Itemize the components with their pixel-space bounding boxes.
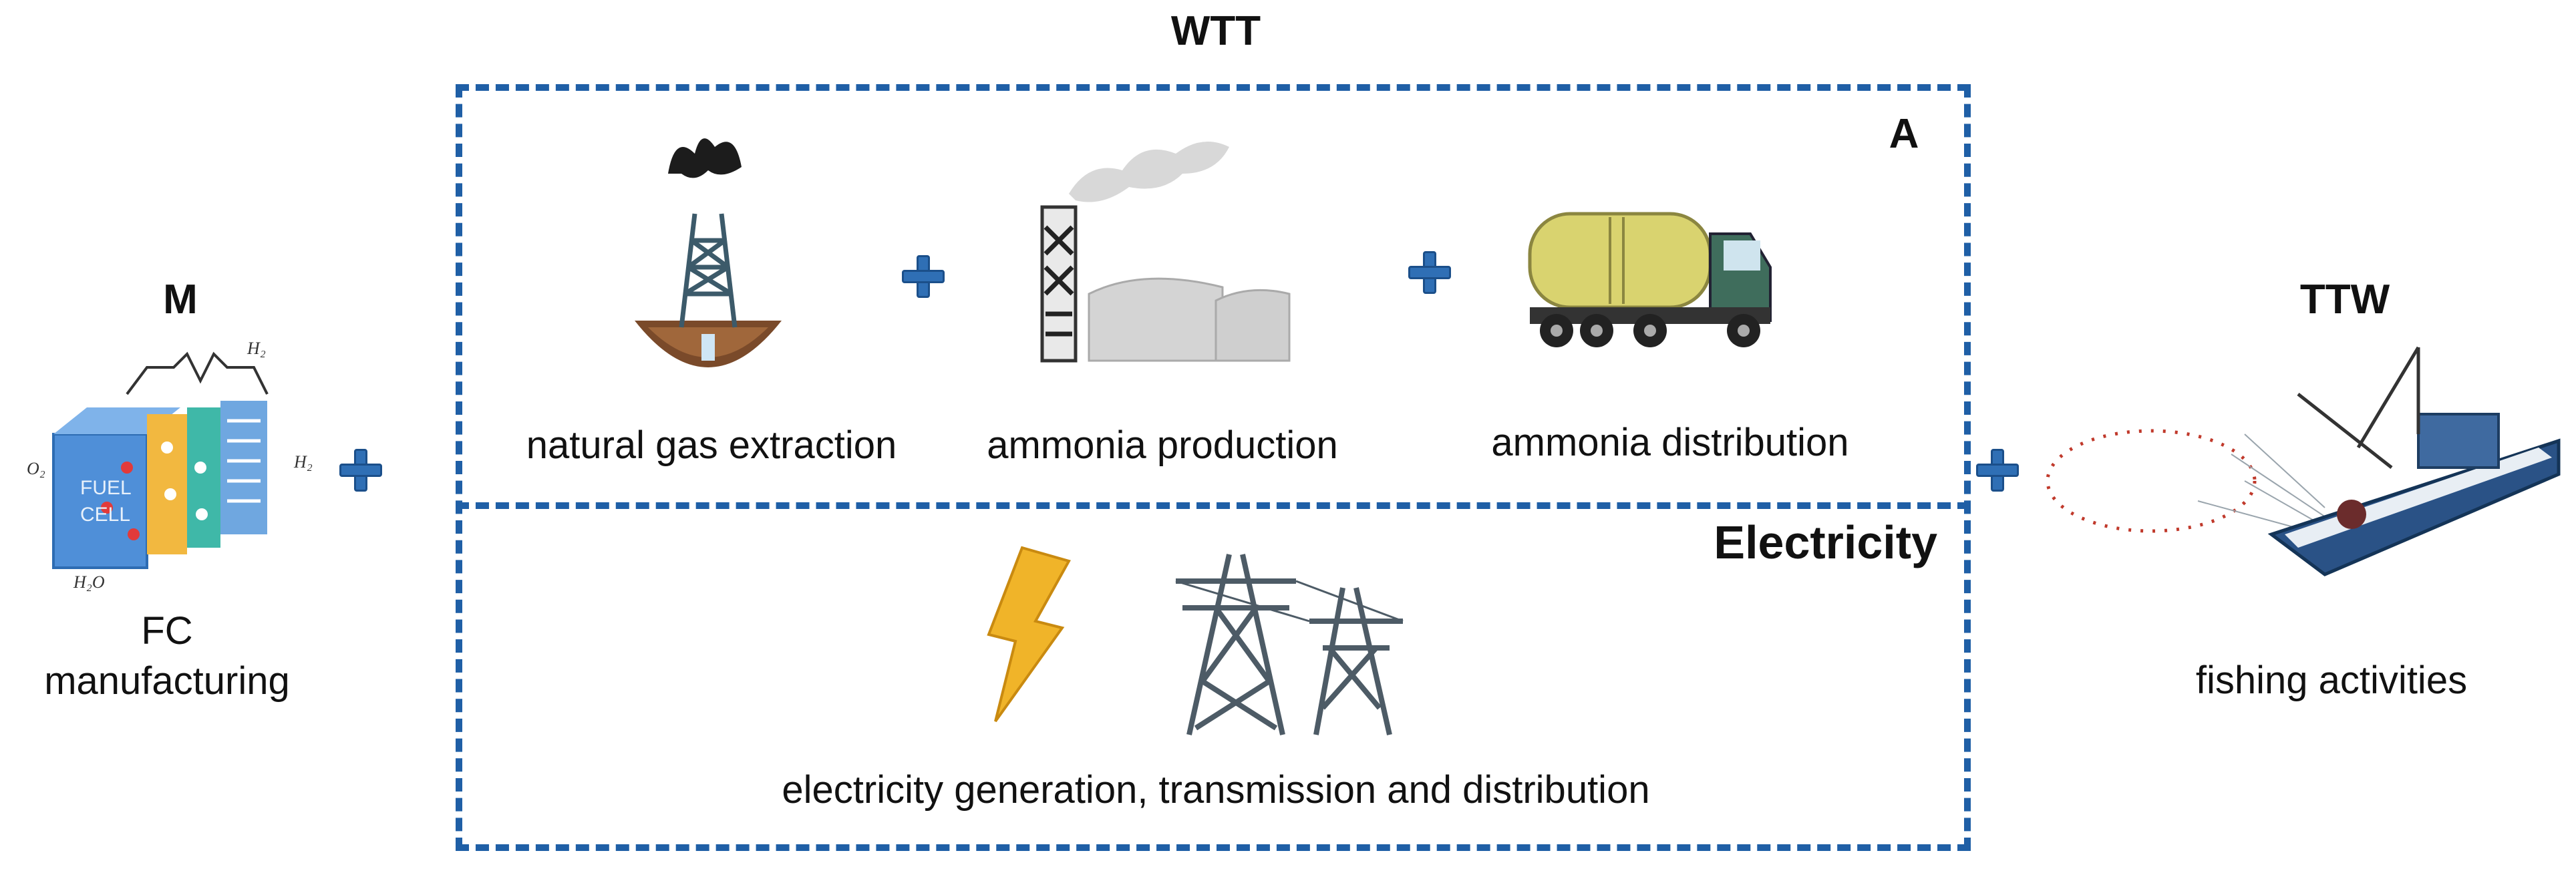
tanker-truck-icon: [1528, 212, 1772, 347]
section-a-label: A: [1889, 111, 1919, 157]
svg-text:H₂O: H₂O: [73, 572, 105, 592]
svg-text:FUEL: FUEL: [80, 477, 132, 499]
wtt-title: WTT: [1170, 8, 1261, 54]
section-electricity-label: Electricity: [1714, 516, 1937, 568]
fc-label-line2: manufacturing: [44, 659, 290, 703]
fuel-cell-icon: FUEL CELL O₂ H₂ H₂ H₂O: [27, 339, 313, 592]
fc-label-line1: FC: [141, 609, 193, 653]
plus-icon: [1976, 449, 2019, 492]
svg-text:O₂: O₂: [27, 459, 45, 478]
wtt-divider: [456, 502, 1971, 509]
plus-icon: [1408, 251, 1451, 294]
lightning-icon: [987, 546, 1071, 723]
factory-icon: [1040, 142, 1291, 363]
svg-text:H₂: H₂: [293, 452, 313, 472]
plus-icon: [339, 449, 382, 492]
plus-icon: [902, 255, 945, 298]
gas-well-icon: [635, 138, 782, 367]
fishing-label: fishing activities: [2195, 659, 2468, 702]
fishing-boat-icon: [2046, 346, 2561, 576]
ammonia-production-label: ammonia production: [987, 423, 1338, 467]
svg-text:H₂: H₂: [247, 339, 266, 358]
m-title: M: [163, 277, 198, 323]
natural-gas-label: natural gas extraction: [526, 423, 897, 467]
power-tower-icon: [1175, 554, 1404, 735]
ammonia-distribution-label: ammonia distribution: [1491, 421, 1849, 464]
wtt-boundary: [456, 84, 1971, 851]
svg-text:CELL: CELL: [80, 504, 130, 526]
electricity-stage-label: electricity generation, transmission and…: [782, 768, 1650, 812]
ttw-title: TTW: [2299, 277, 2390, 323]
